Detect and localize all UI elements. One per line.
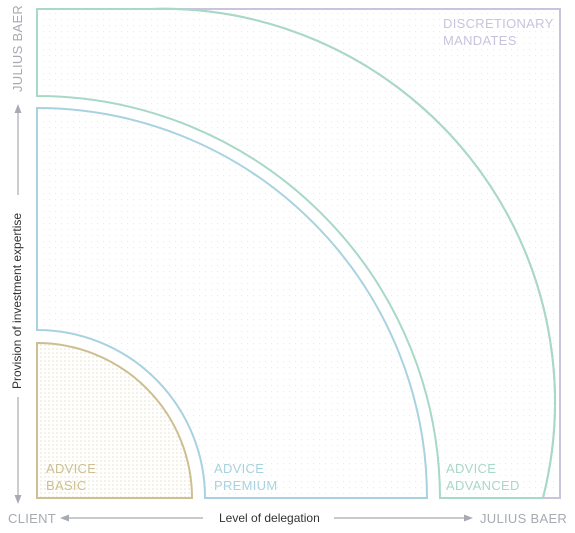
advice-basic-label-2: BASIC: [46, 478, 87, 493]
advice-premium-label-2: PREMIUM: [214, 478, 278, 493]
x-axis-end-label: JULIUS BAER: [480, 511, 567, 526]
y-axis-arrow-down-icon: [14, 495, 22, 504]
discretionary-mandates-label-2: MANDATES: [443, 33, 517, 48]
advice-premium-label-1: ADVICE: [214, 461, 264, 476]
advice-advanced-region: [36, 7, 556, 499]
y-axis-title: Provision of investment expertise: [10, 213, 24, 389]
x-axis-start-label: CLIENT: [8, 511, 56, 526]
advice-advanced-label-2: ADVANCED: [446, 478, 520, 493]
x-axis-arrow-right-icon: [464, 514, 473, 522]
x-axis-arrow-left-icon: [60, 514, 69, 522]
discretionary-mandates-label-1: DISCRETIONARY: [443, 16, 554, 31]
advice-basic-region: [36, 341, 194, 499]
y-axis-arrow-up-icon: [14, 104, 22, 113]
advice-premium-region: [36, 106, 429, 499]
advice-advanced-label-1: ADVICE: [446, 461, 496, 476]
y-axis-end-label: JULIUS BAER: [10, 5, 25, 92]
advice-basic-label-1: ADVICE: [46, 461, 96, 476]
x-axis-title: Level of delegation: [219, 511, 320, 525]
